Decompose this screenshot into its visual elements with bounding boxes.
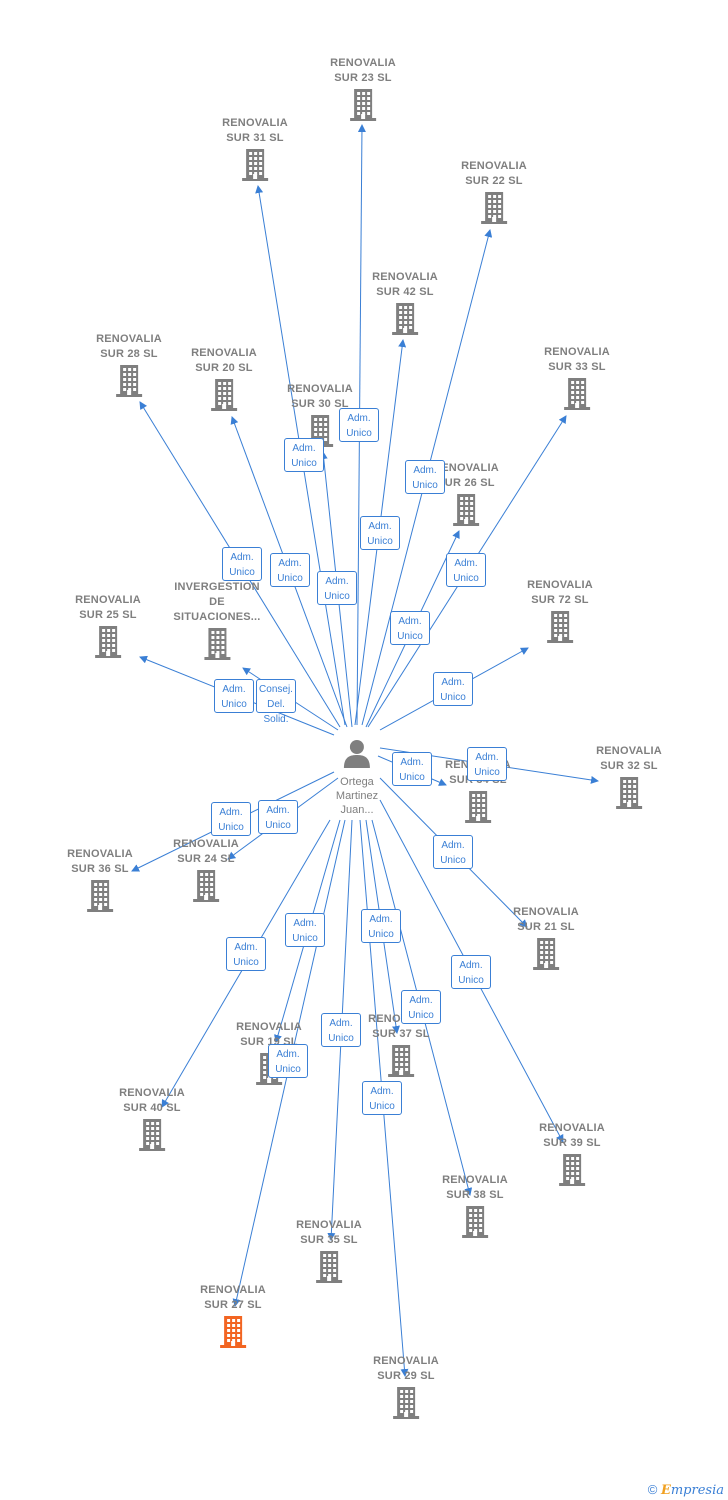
role-label-sur26[interactable]: Adm. Unico [390, 611, 430, 645]
role-label-sur19[interactable]: Adm. Unico [285, 913, 325, 947]
building-icon [373, 1386, 439, 1425]
role-label-sur28[interactable]: Adm. Unico [222, 547, 262, 581]
building-icon [461, 191, 527, 230]
company-node-sur28[interactable]: RENOVALIA SUR 28 SL [96, 332, 162, 403]
company-label[interactable]: RENOVALIA SUR 72 SL [527, 579, 593, 606]
role-label-sur22[interactable]: Adm. Unico [405, 460, 445, 494]
building-icon [596, 776, 662, 815]
building-icon [330, 88, 396, 127]
role-label-sur24[interactable]: Adm. Unico [258, 800, 298, 834]
building-icon [191, 378, 257, 417]
company-label[interactable]: RENOVALIA SUR 33 SL [544, 346, 610, 373]
company-node-sur20[interactable]: RENOVALIA SUR 20 SL [191, 346, 257, 417]
company-label[interactable]: RENOVALIA SUR 29 SL [373, 1355, 439, 1382]
building-icon [433, 493, 499, 532]
company-label[interactable]: RENOVALIA SUR 26 SL [433, 462, 499, 489]
building-icon [539, 1153, 605, 1192]
company-label[interactable]: RENOVALIA SUR 39 SL [539, 1122, 605, 1149]
company-node-sur35[interactable]: RENOVALIA SUR 35 SL [296, 1218, 362, 1289]
company-node-sur40[interactable]: RENOVALIA SUR 40 SL [119, 1086, 185, 1157]
copyright-symbol: © [647, 1482, 658, 1497]
company-label[interactable]: RENOVALIA SUR 31 SL [222, 117, 288, 144]
role-label-sur39[interactable]: Adm. Unico [451, 955, 491, 989]
company-node-sur39[interactable]: RENOVALIA SUR 39 SL [539, 1121, 605, 1192]
company-label[interactable]: RENOVALIA SUR 28 SL [96, 333, 162, 360]
company-node-sur36[interactable]: RENOVALIA SUR 36 SL [67, 847, 133, 918]
company-label[interactable]: RENOVALIA SUR 36 SL [67, 848, 133, 875]
company-label[interactable]: RENOVALIA SUR 38 SL [442, 1174, 508, 1201]
company-node-sur25[interactable]: RENOVALIA SUR 25 SL [75, 593, 141, 664]
company-label[interactable]: RENOVALIA SUR 25 SL [75, 594, 141, 621]
footer-brand: © Empresia [648, 1482, 724, 1498]
company-node-sur22[interactable]: RENOVALIA SUR 22 SL [461, 159, 527, 230]
role-label-sur27[interactable]: Adm. Unico [268, 1044, 308, 1078]
role-label-invergestion[interactable]: Consej. Del. Solid. [256, 679, 296, 725]
building-icon [75, 625, 141, 664]
person-icon [344, 740, 370, 768]
company-label[interactable]: RENOVALIA SUR 35 SL [296, 1219, 362, 1246]
role-label-sur30[interactable]: Adm. Unico [317, 571, 357, 605]
company-label[interactable]: RENOVALIA SUR 40 SL [119, 1087, 185, 1114]
building-icon [67, 879, 133, 918]
company-node-sur72[interactable]: RENOVALIA SUR 72 SL [527, 578, 593, 649]
building-icon [96, 364, 162, 403]
role-label-sur42[interactable]: Adm. Unico [360, 516, 400, 550]
company-node-sur24[interactable]: RENOVALIA SUR 24 SL [173, 837, 239, 908]
company-label[interactable]: RENOVALIA SUR 30 SL [287, 383, 353, 410]
building-icon [296, 1250, 362, 1289]
company-label[interactable]: INVERGESTION DE SITUACIONES... [173, 581, 261, 623]
building-icon [222, 148, 288, 187]
company-label[interactable]: RENOVALIA SUR 32 SL [596, 745, 662, 772]
building-icon [442, 1205, 508, 1244]
company-label[interactable]: RENOVALIA SUR 42 SL [372, 271, 438, 298]
company-node-sur23[interactable]: RENOVALIA SUR 23 SL [330, 56, 396, 127]
building-icon [544, 377, 610, 416]
building-icon [527, 610, 593, 649]
role-label-sur72[interactable]: Adm. Unico [433, 672, 473, 706]
building-icon [368, 1044, 434, 1083]
company-node-sur33[interactable]: RENOVALIA SUR 33 SL [544, 345, 610, 416]
company-label[interactable]: RENOVALIA SUR 20 SL [191, 347, 257, 374]
role-label-sur37[interactable]: Adm. Unico [361, 909, 401, 943]
person-node[interactable]: Ortega Martinez Juan... [336, 738, 378, 817]
role-label-sur33[interactable]: Adm. Unico [446, 553, 486, 587]
role-label-sur29[interactable]: Adm. Unico [362, 1081, 402, 1115]
role-label-sur34[interactable]: Adm. Unico [392, 752, 432, 786]
role-label-sur36[interactable]: Adm. Unico [211, 802, 251, 836]
brand-logo[interactable]: Empresia [660, 1483, 724, 1498]
company-node-sur31[interactable]: RENOVALIA SUR 31 SL [222, 116, 288, 187]
building-icon [119, 1118, 185, 1157]
building-icon [372, 302, 438, 341]
company-node-sur29[interactable]: RENOVALIA SUR 29 SL [373, 1354, 439, 1425]
company-label[interactable]: RENOVALIA SUR 27 SL [200, 1284, 266, 1311]
company-label[interactable]: RENOVALIA SUR 23 SL [330, 57, 396, 84]
role-label-sur25[interactable]: Adm. Unico [214, 679, 254, 713]
building-icon [513, 937, 579, 976]
company-node-sur38[interactable]: RENOVALIA SUR 38 SL [442, 1173, 508, 1244]
role-label-sur23[interactable]: Adm. Unico [339, 408, 379, 442]
company-label[interactable]: RENOVALIA SUR 24 SL [173, 838, 239, 865]
company-node-sur27[interactable]: RENOVALIA SUR 27 SL [200, 1283, 266, 1354]
role-label-sur40[interactable]: Adm. Unico [226, 937, 266, 971]
company-node-sur21[interactable]: RENOVALIA SUR 21 SL [513, 905, 579, 976]
role-label-sur38[interactable]: Adm. Unico [401, 990, 441, 1024]
company-label[interactable]: RENOVALIA SUR 22 SL [461, 160, 527, 187]
building-icon [173, 627, 260, 666]
role-label-sur32[interactable]: Adm. Unico [467, 747, 507, 781]
company-node-sur32[interactable]: RENOVALIA SUR 32 SL [596, 744, 662, 815]
company-node-sur26[interactable]: RENOVALIA SUR 26 SL [433, 461, 499, 532]
role-label-sur21[interactable]: Adm. Unico [433, 835, 473, 869]
company-node-sur42[interactable]: RENOVALIA SUR 42 SL [372, 270, 438, 341]
company-node-invergestion[interactable]: INVERGESTION DE SITUACIONES... [173, 580, 260, 666]
building-icon [445, 790, 511, 829]
role-label-sur31[interactable]: Adm. Unico [284, 438, 324, 472]
company-label[interactable]: RENOVALIA SUR 21 SL [513, 906, 579, 933]
building-icon [173, 869, 239, 908]
building-icon [200, 1315, 266, 1354]
role-label-sur35[interactable]: Adm. Unico [321, 1013, 361, 1047]
person-name[interactable]: Ortega Martinez Juan... [335, 776, 379, 816]
role-label-sur20[interactable]: Adm. Unico [270, 553, 310, 587]
